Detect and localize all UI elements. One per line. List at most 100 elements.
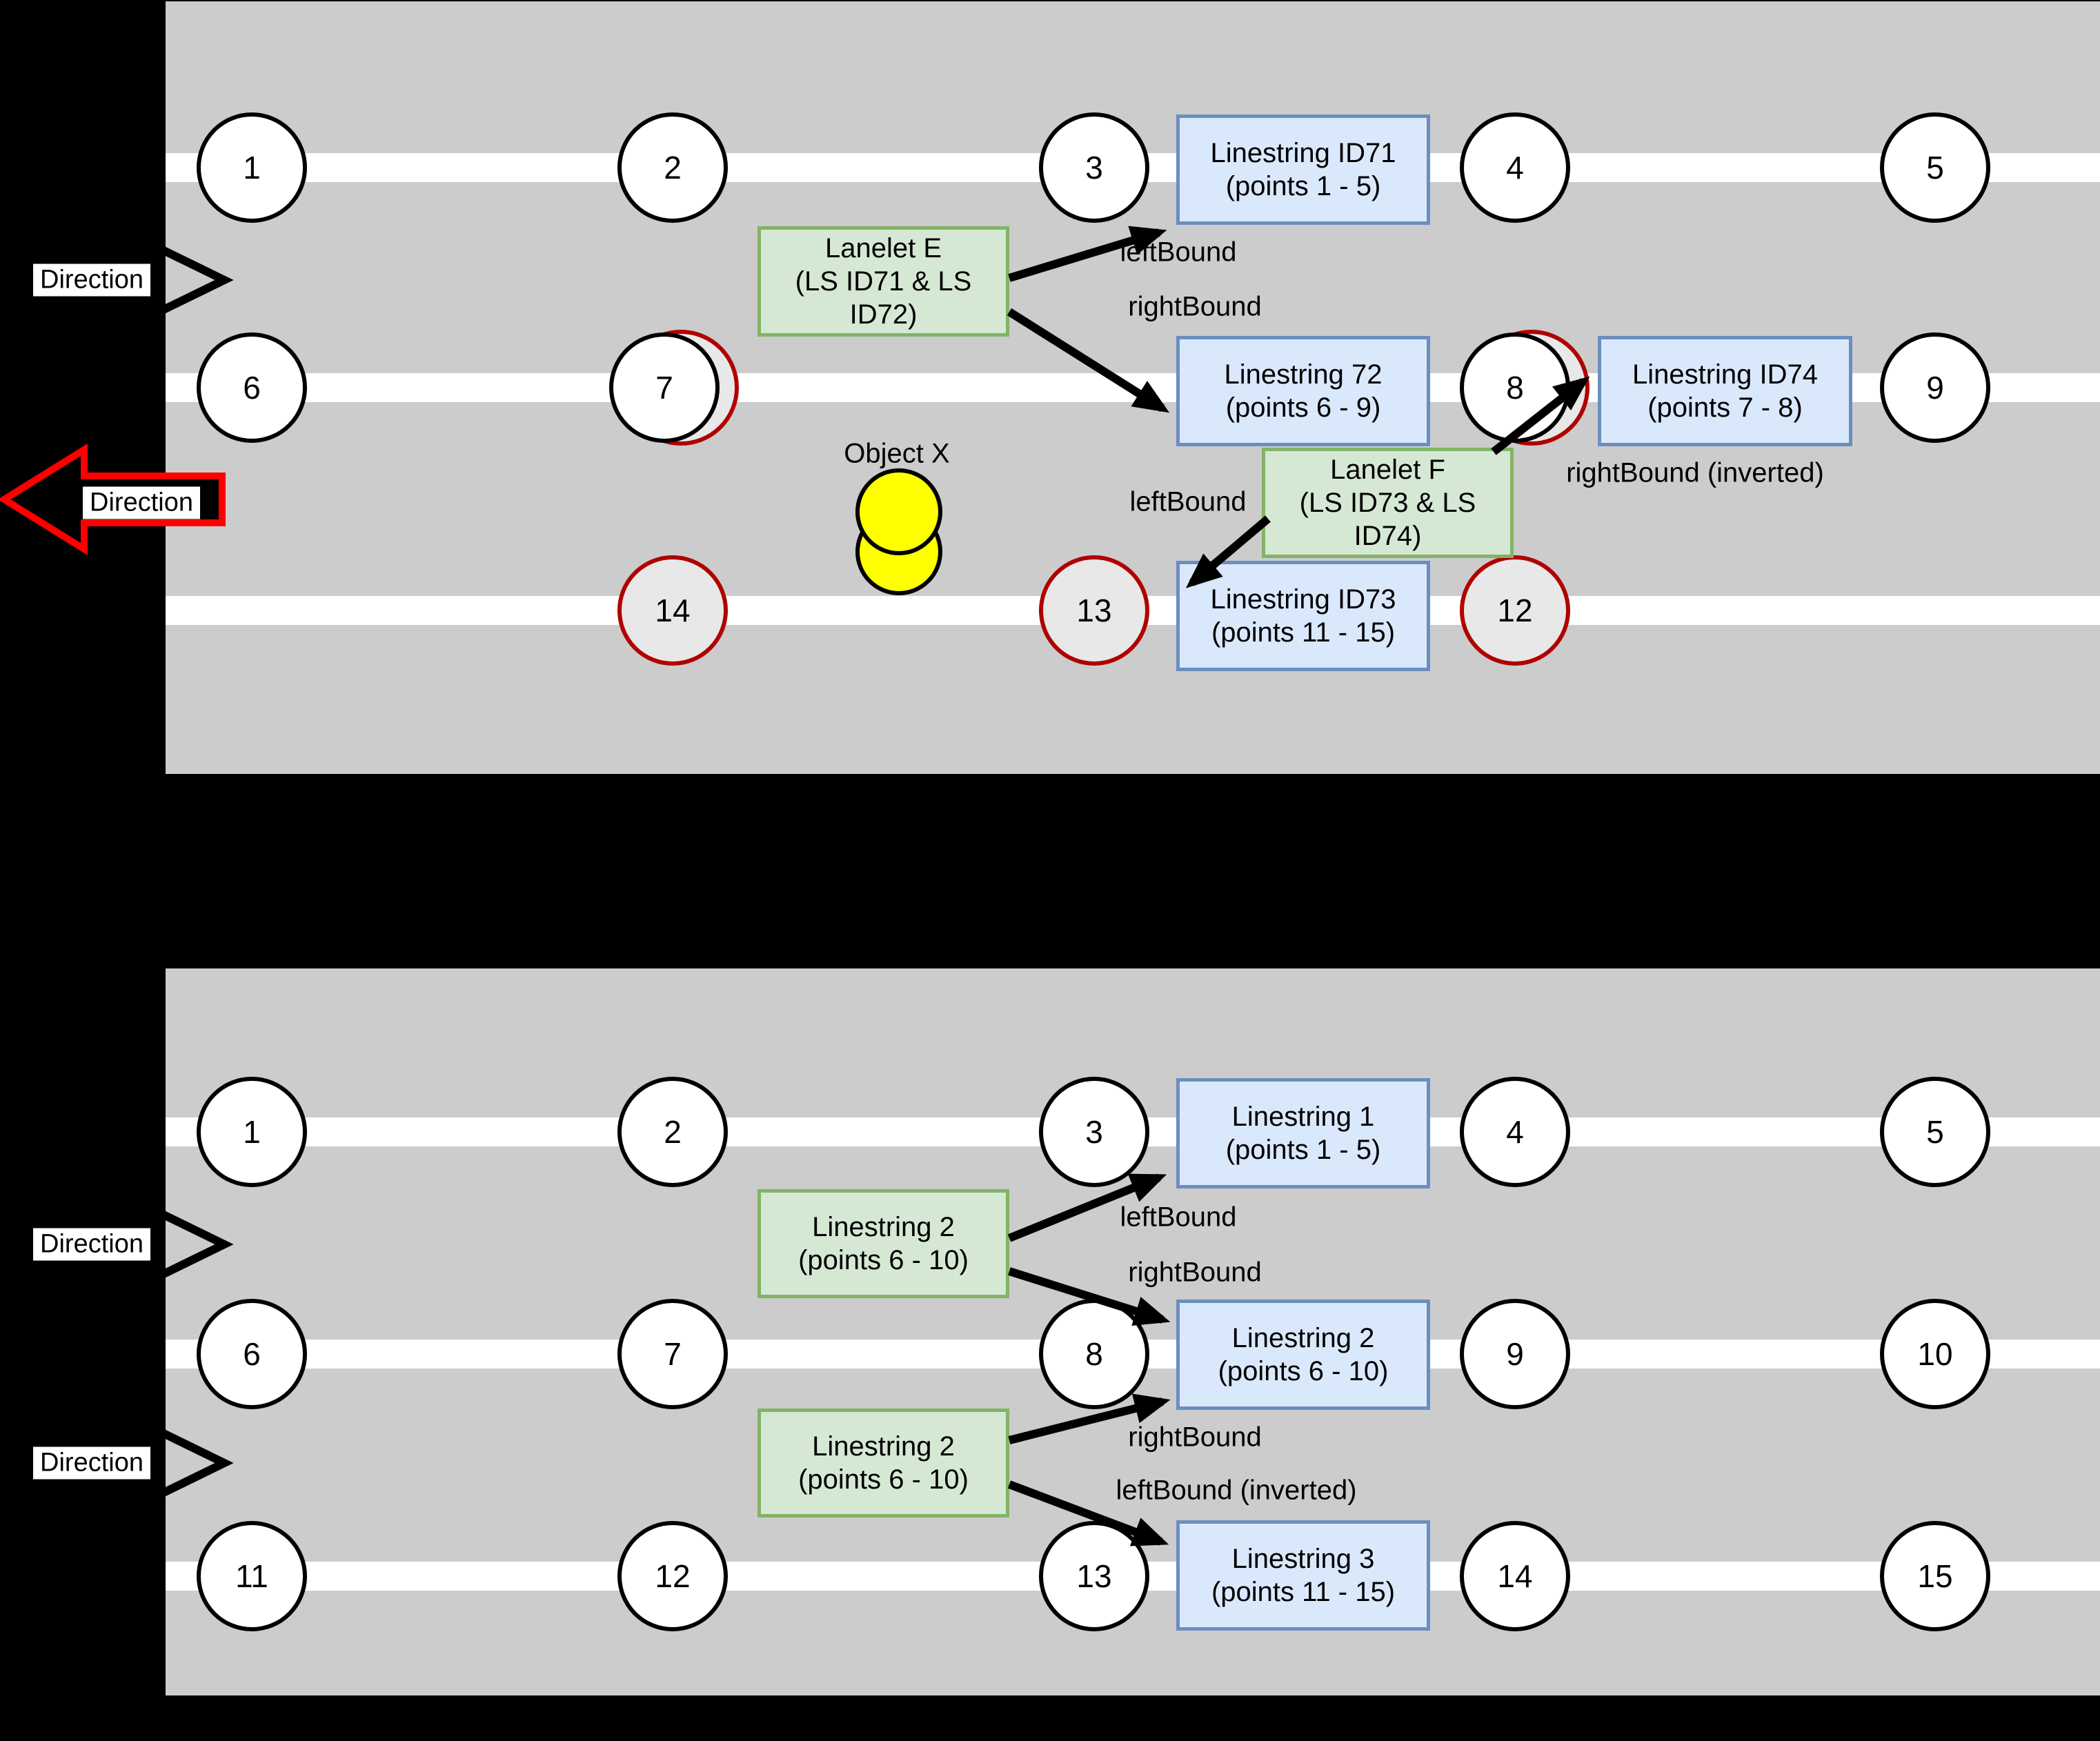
point-number: 10	[1917, 1336, 1953, 1372]
label-leftbound-top: leftBound	[1120, 237, 1237, 268]
box-linestring-id71: Linestring ID71(points 1 - 5)	[1176, 115, 1430, 225]
point-number: 15	[1917, 1558, 1953, 1594]
point-number: 7	[655, 370, 673, 406]
top-point-4: 4	[1460, 112, 1570, 223]
top-point-1: 1	[197, 112, 307, 223]
box-text-line: (points 1 - 5)	[1225, 171, 1381, 201]
bottom-point-2: 2	[617, 1077, 728, 1187]
point-number: 6	[243, 1336, 261, 1372]
box-text-line: Linestring 3	[1231, 1544, 1375, 1574]
box-linestring-id74: Linestring ID74(points 7 - 8)	[1598, 336, 1852, 446]
bottom-point-7: 7	[617, 1299, 728, 1409]
label-leftbound-lanelet-f: leftBound	[1129, 486, 1247, 517]
point-number: 11	[235, 1558, 268, 1594]
box-text-line: Linestring ID71	[1210, 138, 1396, 168]
top-point-12: 12	[1460, 555, 1570, 666]
top-point-2: 2	[617, 112, 728, 223]
box-text-line: Linestring ID73	[1210, 584, 1396, 615]
point-number: 3	[1085, 150, 1103, 186]
bottom-point-4: 4	[1460, 1077, 1570, 1187]
box-linestring-2-green-b: Linestring 2(points 6 - 10)	[757, 1409, 1009, 1518]
box-text-line: ID72)	[849, 299, 918, 330]
bottom-point-6: 6	[197, 1299, 307, 1409]
point-number: 2	[664, 1114, 682, 1150]
bottom-point-1: 1	[197, 1077, 307, 1187]
box-text-line: (points 6 - 10)	[798, 1464, 969, 1495]
box-text-line: Linestring 2	[812, 1431, 955, 1462]
label-object-x-label: Object X	[844, 438, 950, 469]
box-linestring-72: Linestring 72(points 6 - 9)	[1176, 336, 1430, 446]
point-number: 9	[1506, 1336, 1524, 1372]
bottom-point-13: 13	[1039, 1521, 1149, 1631]
direction-label-2: Direction	[83, 486, 200, 519]
point-number: 12	[655, 1558, 691, 1594]
label-rightbound-bottom-1: rightBound	[1128, 1257, 1262, 1288]
bottom-point-10: 10	[1880, 1299, 1990, 1409]
point-number: 12	[1497, 593, 1533, 628]
top-point-9: 9	[1880, 332, 1990, 443]
box-text-line: (points 1 - 5)	[1225, 1135, 1381, 1165]
point-number: 1	[243, 1114, 261, 1150]
direction-label-3: Direction	[33, 1228, 150, 1261]
box-text-line: (points 6 - 10)	[798, 1245, 969, 1275]
top-point-3: 3	[1039, 112, 1149, 223]
label-rightbound-bottom-2: rightBound	[1128, 1422, 1262, 1453]
bottom-point-5: 5	[1880, 1077, 1990, 1187]
label-leftbound-bottom-1: leftBound	[1120, 1202, 1237, 1233]
label-rightbound-inverted-lanelet-f: rightBound (inverted)	[1566, 457, 1824, 488]
point-number: 5	[1926, 150, 1944, 186]
top-point-6: 6	[197, 332, 307, 443]
bottom-point-12: 12	[617, 1521, 728, 1631]
box-text-line: Linestring 2	[812, 1212, 955, 1242]
box-text-line: (points 11 - 15)	[1211, 617, 1396, 648]
label-leftbound-inverted-bottom-2: leftBound (inverted)	[1116, 1475, 1357, 1506]
point-number: 8	[1085, 1336, 1103, 1372]
box-text-line: Linestring ID74	[1632, 359, 1819, 390]
label-rightbound-top: rightBound	[1128, 291, 1262, 322]
point-number: 8	[1506, 370, 1524, 406]
top-point-13: 13	[1039, 555, 1149, 666]
box-text-line: (LS ID71 & LS	[795, 266, 972, 297]
point-number: 2	[664, 150, 682, 186]
box-linestring-1: Linestring 1(points 1 - 5)	[1176, 1078, 1430, 1188]
box-text-line: (LS ID73 & LS	[1299, 488, 1476, 518]
box-text-line: (points 11 - 15)	[1211, 1577, 1396, 1607]
top-point-8: 8	[1460, 332, 1570, 443]
bottom-point-9: 9	[1460, 1299, 1570, 1409]
point-number: 1	[243, 150, 261, 186]
bottom-point-15: 15	[1880, 1521, 1990, 1631]
box-text-line: Linestring 72	[1224, 359, 1383, 390]
box-linestring-2: Linestring 2(points 6 - 10)	[1176, 1300, 1430, 1410]
point-number: 14	[655, 593, 691, 628]
box-linestring-2-green-a: Linestring 2(points 6 - 10)	[757, 1189, 1009, 1298]
top-point-5: 5	[1880, 112, 1990, 223]
box-text-line: (points 6 - 10)	[1218, 1356, 1389, 1386]
box-text-line: Lanelet F	[1330, 455, 1445, 485]
top-point-14: 14	[617, 555, 728, 666]
box-linestring-id73: Linestring ID73(points 11 - 15)	[1176, 561, 1430, 671]
bottom-point-14: 14	[1460, 1521, 1570, 1631]
point-number: 13	[1076, 1558, 1112, 1594]
point-number: 5	[1926, 1114, 1944, 1150]
box-text-line: (points 7 - 8)	[1647, 392, 1803, 423]
point-number: 3	[1085, 1114, 1103, 1150]
box-text-line: (points 6 - 9)	[1225, 392, 1381, 423]
top-point-7: 7	[609, 332, 720, 443]
bottom-point-8: 8	[1039, 1299, 1149, 1409]
point-number: 7	[664, 1336, 682, 1372]
point-number: 4	[1506, 150, 1524, 186]
point-number: 9	[1926, 370, 1944, 406]
point-number: 13	[1076, 593, 1112, 628]
point-number: 4	[1506, 1114, 1524, 1150]
box-text-line: ID74)	[1354, 521, 1422, 551]
direction-label-4: Direction	[33, 1446, 150, 1480]
box-linestring-3: Linestring 3(points 11 - 15)	[1176, 1520, 1430, 1631]
bottom-point-11: 11	[197, 1521, 307, 1631]
box-text-line: Lanelet E	[824, 233, 942, 263]
direction-label-1: Direction	[33, 263, 150, 297]
point-number: 14	[1497, 1558, 1533, 1594]
box-text-line: Linestring 2	[1231, 1323, 1375, 1353]
